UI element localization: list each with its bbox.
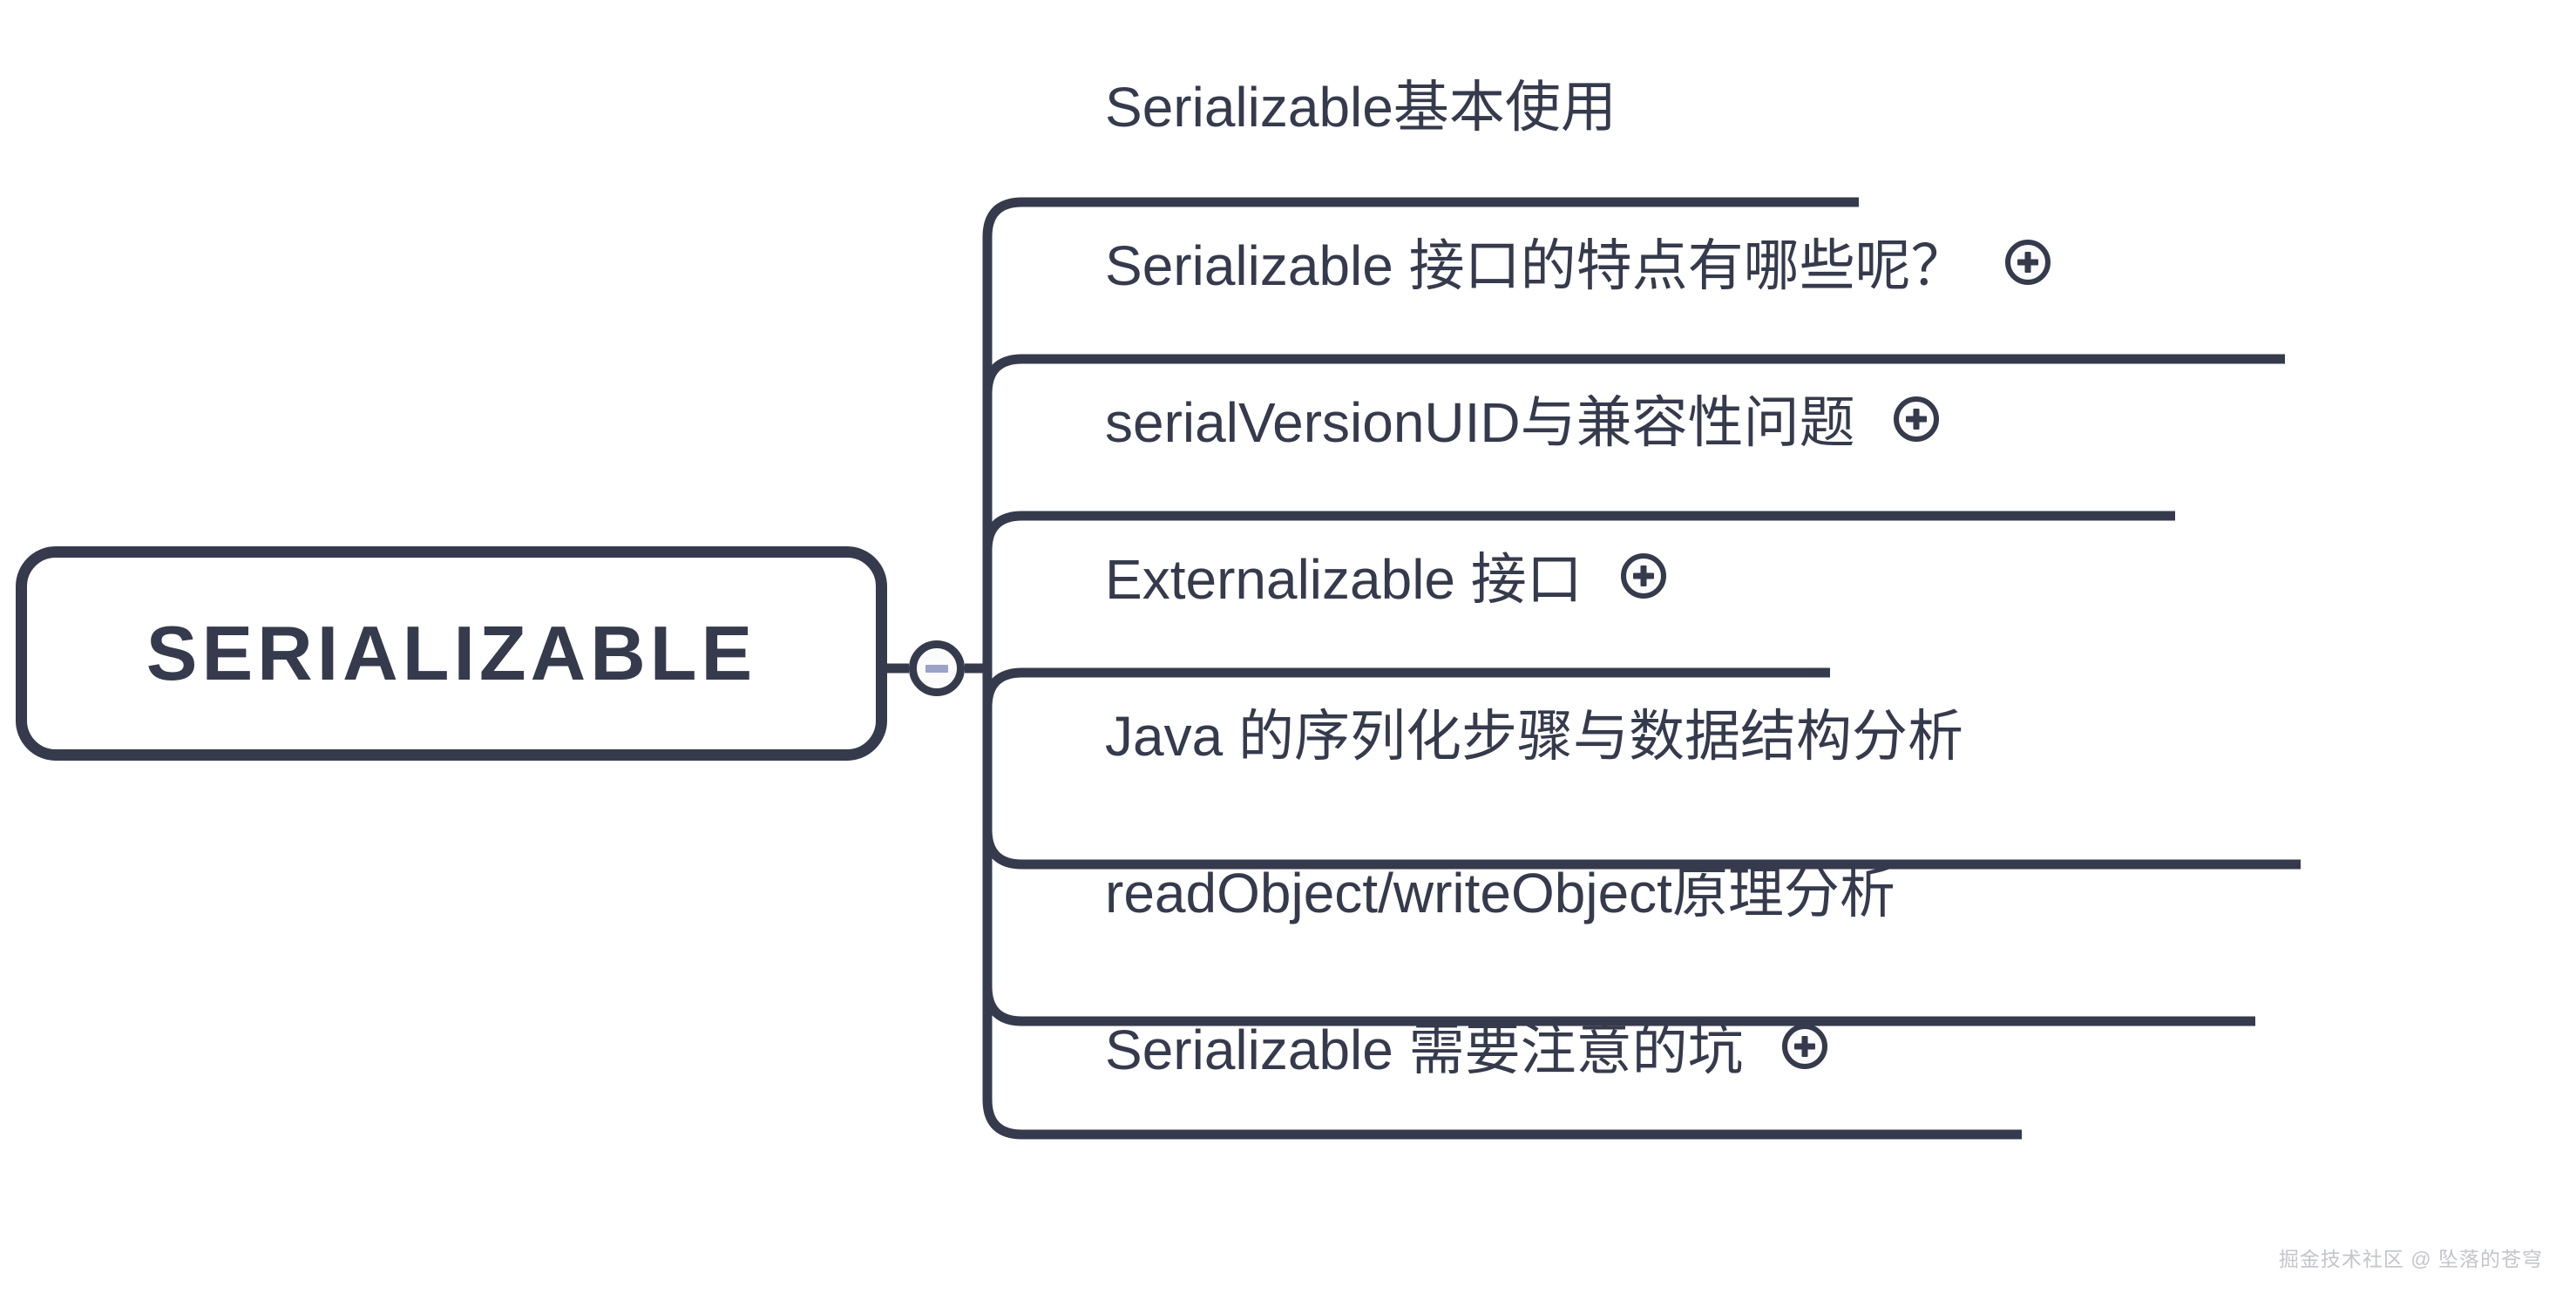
branch-node-1[interactable]: Serializable基本使用 bbox=[1105, 78, 1617, 137]
plus-circle-icon[interactable] bbox=[1620, 552, 1666, 599]
branch-label: serialVersionUID与兼容性问题 bbox=[1105, 391, 1855, 454]
root-node-label: SERIALIZABLE bbox=[146, 610, 757, 696]
branch-label: Externalizable 接口 bbox=[1105, 548, 1583, 611]
plus-circle-icon[interactable] bbox=[2004, 239, 2051, 285]
minus-circle-icon[interactable] bbox=[909, 640, 965, 696]
branch-label: Serializable基本使用 bbox=[1105, 76, 1617, 139]
branch-label: Java 的序列化步骤与数据结构分析 bbox=[1105, 705, 1963, 768]
watermark: 掘金技术社区 @ 坠落的苍穹 bbox=[2278, 1248, 2543, 1270]
branch-label: Serializable 需要注意的坑 bbox=[1105, 1019, 1744, 1081]
branch-label: readObject/writeObject原理分析 bbox=[1105, 862, 1895, 924]
branch-node-6[interactable]: readObject/writeObject原理分析 bbox=[1105, 864, 1895, 923]
branch-node-4[interactable]: Externalizable 接口 bbox=[1105, 551, 1666, 609]
branch-node-3[interactable]: serialVersionUID与兼容性问题 bbox=[1105, 394, 1939, 452]
root-node[interactable]: SERIALIZABLE bbox=[16, 546, 887, 761]
branch-node-7[interactable]: Serializable 需要注意的坑 bbox=[1105, 1021, 1827, 1080]
plus-circle-icon[interactable] bbox=[1893, 396, 1939, 442]
branch-node-5[interactable]: Java 的序列化步骤与数据结构分析 bbox=[1105, 708, 1963, 766]
branch-node-2[interactable]: Serializable 接口的特点有哪些呢？ bbox=[1105, 237, 2051, 295]
branch-label: Serializable 接口的特点有哪些呢？ bbox=[1105, 234, 1967, 297]
plus-circle-icon[interactable] bbox=[1781, 1023, 1827, 1069]
minus-bar bbox=[925, 664, 948, 673]
